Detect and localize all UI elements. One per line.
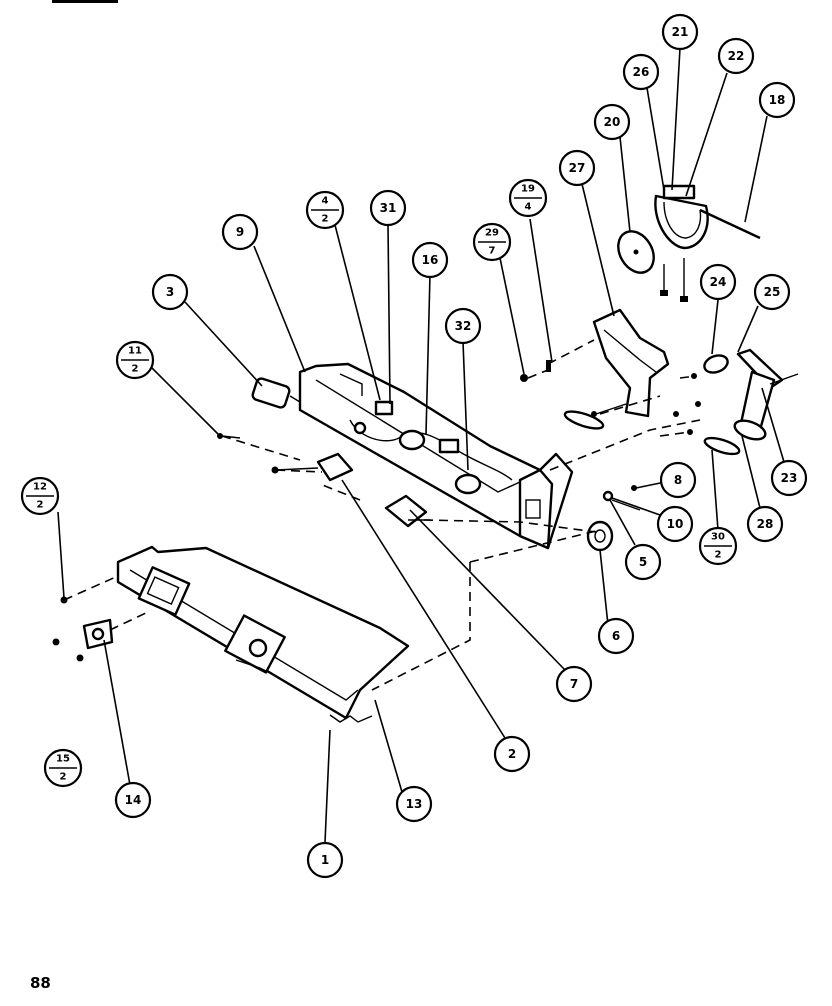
svg-text:21: 21 — [672, 25, 689, 39]
relay-part-7 — [384, 494, 430, 528]
svg-text:7: 7 — [489, 246, 496, 257]
disc-part-20 — [617, 230, 688, 302]
callout-11-2: 11 2 — [115, 340, 155, 380]
leader-lines — [57, 47, 785, 843]
callout-24: 24 — [699, 263, 737, 301]
callout-26: 26 — [622, 53, 660, 91]
svg-text:24: 24 — [710, 275, 727, 289]
callout-9: 9 — [221, 213, 259, 251]
svg-text:27: 27 — [569, 161, 586, 175]
svg-text:14: 14 — [125, 793, 142, 807]
svg-text:8: 8 — [674, 473, 682, 487]
svg-text:30: 30 — [711, 532, 725, 543]
svg-text:10: 10 — [667, 517, 684, 531]
svg-text:2: 2 — [37, 500, 44, 511]
svg-text:22: 22 — [728, 49, 745, 63]
svg-text:26: 26 — [633, 65, 650, 79]
svg-text:4: 4 — [525, 202, 532, 213]
svg-text:32: 32 — [455, 319, 472, 333]
svg-text:16: 16 — [422, 253, 439, 267]
svg-text:5: 5 — [639, 555, 647, 569]
svg-text:2: 2 — [715, 550, 722, 561]
callout-21: 21 — [661, 13, 699, 51]
callout-15-2: 15 2 — [43, 748, 83, 788]
top-margin-mark — [52, 0, 118, 3]
svg-text:11: 11 — [128, 346, 142, 357]
svg-text:4: 4 — [322, 196, 329, 207]
svg-text:6: 6 — [612, 629, 620, 643]
callout-7: 7 — [555, 665, 593, 703]
svg-text:15: 15 — [56, 754, 70, 765]
callout-31: 31 — [369, 189, 407, 227]
svg-text:25: 25 — [764, 285, 781, 299]
callout-6: 6 — [597, 617, 635, 655]
callout-16: 16 — [411, 241, 449, 279]
callout-18: 18 — [758, 81, 796, 119]
front-panel-part — [116, 545, 410, 723]
callout-4-2: 42 — [305, 190, 345, 230]
svg-text:29: 29 — [485, 228, 499, 239]
callout-2: 2 — [493, 735, 531, 773]
callout-5: 5 — [624, 543, 662, 581]
housing-part — [298, 362, 574, 550]
callout-1: 1 — [306, 841, 344, 879]
callout-8: 8 — [659, 461, 697, 499]
callout-13: 13 — [395, 785, 433, 823]
actuator-assembly — [520, 348, 799, 456]
page-number: 88 — [30, 974, 51, 992]
svg-text:31: 31 — [380, 201, 397, 215]
svg-text:13: 13 — [406, 797, 423, 811]
assembly-guide-lines — [63, 339, 701, 691]
callout-14: 14 — [114, 781, 152, 819]
callout-20: 20 — [593, 103, 631, 141]
svg-text:3: 3 — [166, 285, 174, 299]
callout-30-2: 30 2 — [698, 526, 738, 566]
svg-text:12: 12 — [33, 482, 47, 493]
bracket-part-14 — [52, 596, 114, 662]
callout-22: 22 — [717, 37, 755, 75]
callout-23: 23 — [770, 459, 808, 497]
svg-text:20: 20 — [604, 115, 621, 129]
callout-19-4: 19 4 — [508, 178, 548, 218]
callout-28: 28 — [746, 505, 784, 543]
svg-text:1: 1 — [321, 853, 329, 867]
callout-27: 27 — [558, 149, 596, 187]
callout-10: 10 — [656, 505, 694, 543]
callout-3: 3 — [151, 273, 189, 311]
svg-text:7: 7 — [570, 677, 578, 691]
svg-text:19: 19 — [521, 184, 535, 195]
lever-part-27 — [563, 308, 670, 430]
callout-12-2: 12 2 — [20, 476, 60, 516]
callout-29-7: 29 7 — [472, 222, 512, 262]
callout-25: 25 — [753, 273, 791, 311]
svg-text:23: 23 — [781, 471, 798, 485]
clamp-assembly — [654, 184, 761, 250]
svg-text:28: 28 — [757, 517, 774, 531]
svg-text:2: 2 — [322, 214, 329, 225]
callout-32: 32 — [444, 307, 482, 345]
svg-text:18: 18 — [769, 93, 786, 107]
svg-text:2: 2 — [132, 364, 139, 375]
svg-text:9: 9 — [236, 225, 244, 239]
wiring-harness — [349, 400, 513, 495]
svg-text:2: 2 — [508, 747, 516, 761]
svg-text:2: 2 — [60, 772, 67, 783]
